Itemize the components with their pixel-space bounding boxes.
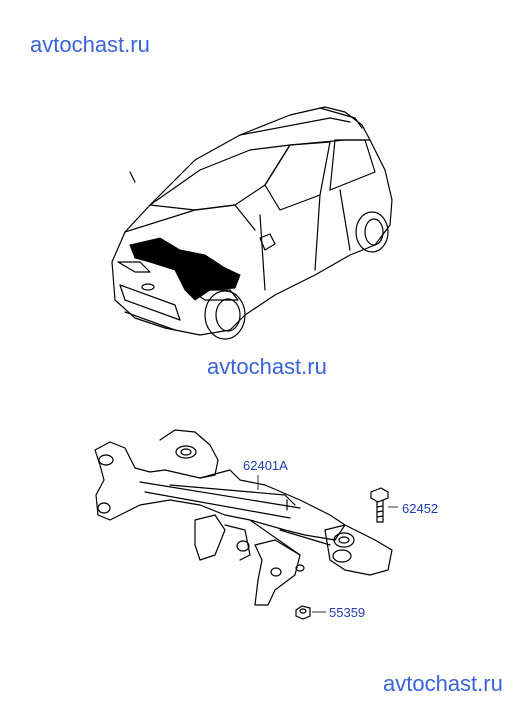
watermark-middle: avtochast.ru xyxy=(207,354,327,379)
watermark-bottom: avtochast.ru xyxy=(383,671,503,696)
watermark-top: avtochast.ru xyxy=(30,32,150,57)
part-label-62401A[interactable]: 62401A xyxy=(243,458,288,473)
subframe-icon xyxy=(94,429,393,606)
bolt-icon xyxy=(370,487,389,523)
car-illustration xyxy=(111,106,393,340)
part-label-55359[interactable]: 55359 xyxy=(329,605,366,620)
part-label-62452[interactable]: 62452 xyxy=(402,501,439,516)
nut-icon xyxy=(295,605,311,620)
subframe-highlight xyxy=(129,237,241,301)
